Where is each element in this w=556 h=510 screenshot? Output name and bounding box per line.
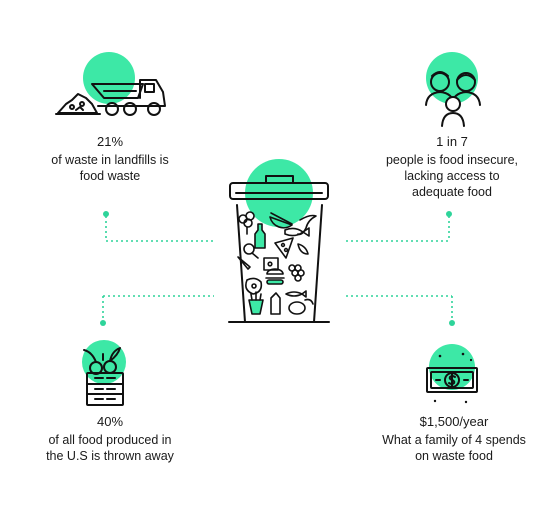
connector-dot-top-right — [446, 211, 452, 217]
stat-insecurity: 1 in 7 people is food insecure, lacking … — [352, 134, 552, 200]
stat-family-cost: $1,500/year What a family of 4 spends on… — [356, 414, 552, 464]
dump-truck-icon — [55, 52, 166, 116]
stat-insecurity-line-1: people is food insecure, — [385, 153, 519, 167]
connector-top-right — [346, 216, 450, 242]
stat-insecurity-line-2: lacking access to — [404, 169, 500, 183]
stat-family-cost-line-2: on waste food — [415, 449, 493, 463]
money-bill-icon — [426, 344, 478, 404]
stat-landfill-line-2: food waste — [79, 169, 141, 183]
stat-family-cost-value: $1,500/year — [419, 414, 489, 429]
connector-dot-top-left — [103, 211, 109, 217]
family-icon — [425, 52, 481, 127]
stat-thrown-away-line-1: of all food produced in — [48, 433, 172, 447]
stat-thrown-away-value: 40% — [96, 414, 124, 429]
stat-insecurity-value: 1 in 7 — [436, 134, 468, 149]
stat-thrown-away: 40% of all food produced in the U.S is t… — [15, 414, 205, 464]
produce-crate-icon — [82, 340, 126, 406]
connector-dot-bottom-right — [449, 320, 455, 326]
stat-insecurity-line-3: adequate food — [412, 185, 492, 199]
connector-bottom-right — [346, 295, 453, 322]
connector-dot-bottom-left — [100, 320, 106, 326]
connector-bottom-left — [102, 295, 214, 322]
stat-landfill-line-1: of waste in landfills is — [51, 153, 169, 167]
stat-thrown-away-line-2: the U.S is thrown away — [46, 449, 174, 463]
trash-can-of-food-icon — [228, 159, 330, 323]
stat-landfill-value: 21% — [96, 134, 124, 149]
connector-top-left — [105, 216, 214, 242]
stat-family-cost-line-1: What a family of 4 spends — [382, 433, 526, 447]
stat-landfill: 21% of waste in landfills is food waste — [20, 134, 200, 184]
